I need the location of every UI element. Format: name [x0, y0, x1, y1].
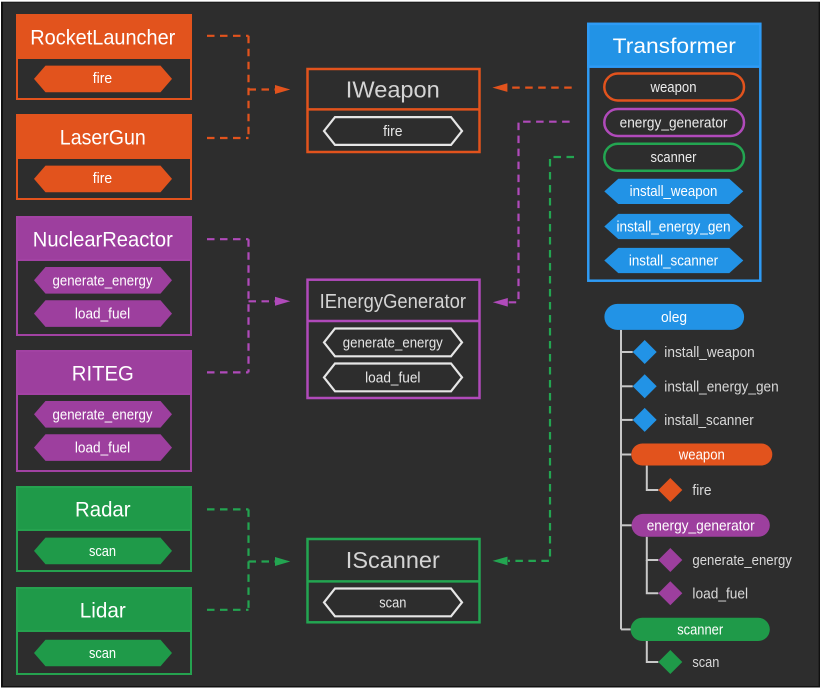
svg-text:scan: scan: [379, 594, 406, 611]
svg-text:load_fuel: load_fuel: [75, 440, 130, 457]
svg-text:install_energy_gen: install_energy_gen: [617, 219, 731, 235]
svg-text:fire: fire: [93, 170, 112, 187]
svg-text:scan: scan: [89, 645, 116, 662]
svg-text:load_fuel: load_fuel: [75, 306, 130, 323]
svg-text:fire: fire: [93, 70, 112, 87]
svg-text:Radar: Radar: [75, 497, 131, 521]
svg-text:install_weapon: install_weapon: [664, 344, 755, 361]
svg-text:weapon: weapon: [650, 79, 697, 96]
svg-text:RocketLauncher: RocketLauncher: [30, 25, 175, 49]
svg-text:generate_energy: generate_energy: [692, 552, 792, 569]
svg-text:Transformer: Transformer: [613, 34, 736, 58]
svg-text:install_weapon: install_weapon: [630, 184, 718, 200]
svg-text:fire: fire: [692, 482, 711, 499]
svg-text:scanner: scanner: [651, 149, 697, 166]
svg-text:IScanner: IScanner: [346, 547, 440, 573]
svg-text:energy_generator: energy_generator: [620, 115, 728, 132]
svg-text:oleg: oleg: [661, 309, 687, 326]
svg-text:generate_energy: generate_energy: [53, 406, 153, 423]
svg-text:IEnergyGenerator: IEnergyGenerator: [320, 291, 467, 313]
svg-text:scan: scan: [692, 654, 719, 671]
svg-text:IWeapon: IWeapon: [346, 76, 440, 102]
svg-text:NuclearReactor: NuclearReactor: [33, 227, 173, 251]
svg-text:install_scanner: install_scanner: [664, 412, 753, 429]
svg-text:load_fuel: load_fuel: [365, 369, 420, 386]
svg-text:scan: scan: [89, 543, 116, 560]
svg-text:scanner: scanner: [677, 621, 723, 638]
svg-text:weapon: weapon: [678, 447, 725, 464]
svg-text:Lidar: Lidar: [80, 598, 126, 622]
svg-text:install_energy_gen: install_energy_gen: [664, 378, 778, 395]
svg-text:generate_energy: generate_energy: [53, 272, 153, 289]
svg-text:fire: fire: [383, 123, 402, 140]
svg-text:generate_energy: generate_energy: [343, 334, 443, 351]
svg-text:RITEG: RITEG: [72, 361, 134, 385]
svg-text:energy_generator: energy_generator: [647, 517, 755, 534]
svg-text:install_scanner: install_scanner: [629, 253, 718, 269]
svg-text:LaserGun: LaserGun: [60, 125, 146, 149]
svg-text:load_fuel: load_fuel: [692, 585, 748, 602]
